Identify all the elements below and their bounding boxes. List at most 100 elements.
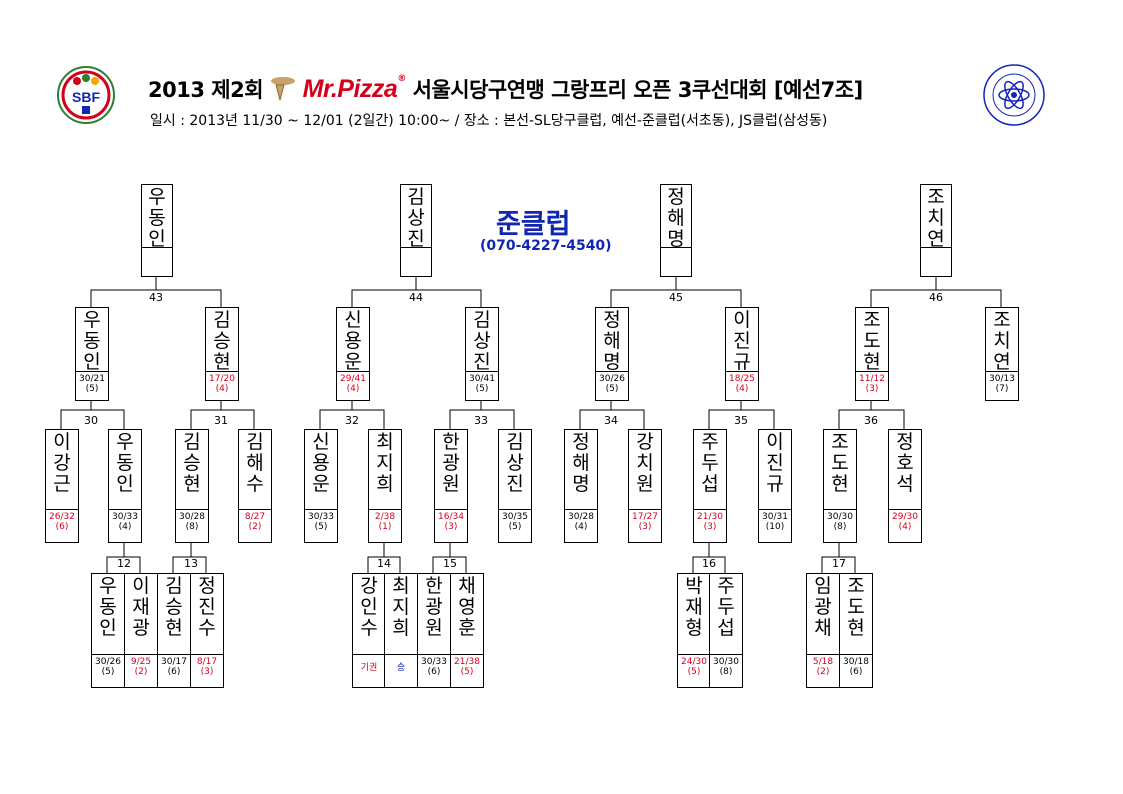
score: 11/12 bbox=[859, 374, 885, 384]
score-cell: 29/30(4) bbox=[889, 509, 921, 542]
score: 29/41 bbox=[340, 374, 366, 384]
score: 21/30 bbox=[697, 512, 723, 522]
inning: (3) bbox=[200, 667, 214, 677]
inning: (10) bbox=[765, 522, 785, 532]
score-cell: 5/18(2) bbox=[807, 654, 839, 687]
inning: (5) bbox=[85, 384, 99, 394]
match-number: 36 bbox=[864, 414, 878, 427]
match-number: 34 bbox=[604, 414, 618, 427]
score-cell: 기권 bbox=[353, 654, 385, 687]
score-cell: 30/35(5) bbox=[499, 509, 531, 542]
bracket-connectors bbox=[60, 276, 1002, 573]
score-cell: 24/30(5) bbox=[678, 654, 710, 687]
score: 30/13 bbox=[989, 374, 1015, 384]
score-cell: 8/27(2) bbox=[239, 509, 271, 542]
score: 30/31 bbox=[762, 512, 788, 522]
score-cell: 30/21(5) bbox=[76, 371, 108, 400]
match-number: 43 bbox=[149, 291, 163, 304]
inning: (4) bbox=[346, 384, 360, 394]
inning: (4) bbox=[118, 522, 132, 532]
inning: (5) bbox=[314, 522, 328, 532]
inning: (3) bbox=[703, 522, 717, 532]
inning: (5) bbox=[460, 667, 474, 677]
score: 18/25 bbox=[729, 374, 755, 384]
score: 30/41 bbox=[469, 374, 495, 384]
page-title: 2013 제2회 Mr.Pizza® 서울시당구연맹 그랑프리 오픈 3쿠선대회… bbox=[148, 74, 863, 104]
score-cell: 30/33(5) bbox=[305, 509, 337, 542]
inning: (8) bbox=[185, 522, 199, 532]
inning: (3) bbox=[638, 522, 652, 532]
match-number: 13 bbox=[184, 557, 198, 570]
score: 24/30 bbox=[681, 657, 707, 667]
score: 30/26 bbox=[95, 657, 121, 667]
score-cell: 30/33(6) bbox=[418, 654, 450, 687]
score: 2/38 bbox=[374, 512, 396, 522]
inning: (3) bbox=[444, 522, 458, 532]
score-cell bbox=[142, 247, 172, 276]
score-cell: 21/30(3) bbox=[694, 509, 726, 542]
score-cell: 18/25(4) bbox=[726, 371, 758, 400]
score: 26/32 bbox=[49, 512, 75, 522]
match-number: 44 bbox=[409, 291, 423, 304]
score: 기권 bbox=[360, 663, 378, 673]
inning: (6) bbox=[849, 667, 863, 677]
score-cell bbox=[921, 247, 951, 276]
federation-logo-icon: SBF bbox=[57, 66, 115, 124]
score: 29/30 bbox=[892, 512, 918, 522]
score: 30/30 bbox=[827, 512, 853, 522]
score-cell bbox=[401, 247, 431, 276]
score-cell bbox=[661, 247, 691, 276]
score-cell: 16/34(3) bbox=[435, 509, 467, 542]
score: 8/27 bbox=[244, 512, 266, 522]
inning: (2) bbox=[816, 667, 830, 677]
score-cell: 11/12(3) bbox=[856, 371, 888, 400]
score-cell: 30/31(10) bbox=[759, 509, 791, 542]
club-name: 준클럽 bbox=[496, 209, 571, 240]
score-cell: 26/32(6) bbox=[46, 509, 78, 542]
inning: (2) bbox=[248, 522, 262, 532]
score: 8/17 bbox=[196, 657, 218, 667]
logo-text: SBF bbox=[72, 89, 100, 105]
inning: (7) bbox=[995, 384, 1009, 394]
inning: (5) bbox=[475, 384, 489, 394]
score: 9/25 bbox=[130, 657, 152, 667]
